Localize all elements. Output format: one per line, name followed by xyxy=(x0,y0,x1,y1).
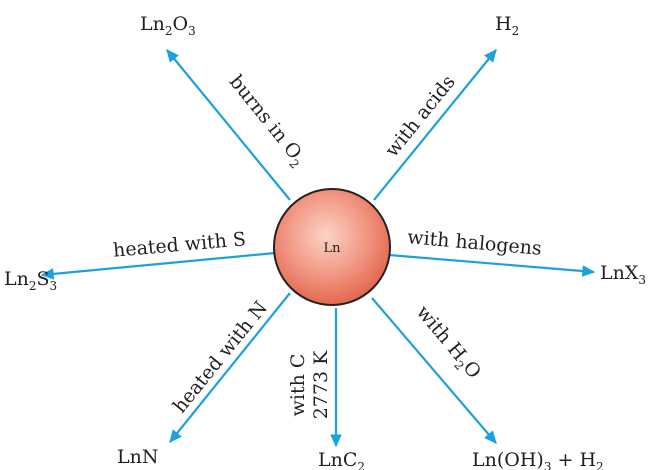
svg-text:with H2O: with H2O xyxy=(410,301,486,385)
product-ln2o3: Ln2O3 xyxy=(140,13,196,38)
arrow-acids xyxy=(373,49,497,201)
svg-text:with C: with C xyxy=(287,354,309,417)
condition-carbon: with C xyxy=(287,354,309,417)
condition-water: with H2O xyxy=(410,301,486,385)
arrow-nitrogen xyxy=(169,292,291,443)
svg-text:heated with N: heated with N xyxy=(169,297,272,417)
product-ln2s3: Ln2S3 xyxy=(4,268,57,293)
condition-acids: with acids xyxy=(381,71,460,161)
svg-text:burns in O2: burns in O2 xyxy=(222,71,310,172)
arrow-halogens xyxy=(388,253,596,277)
product-lnc2: LnC2 xyxy=(318,449,365,470)
ln-sphere xyxy=(273,188,391,306)
condition-halogens: with halogens xyxy=(406,226,542,260)
arrow-o2 xyxy=(166,49,291,201)
svg-text:with acids: with acids xyxy=(381,71,460,161)
condition-o2: burns in O2 xyxy=(222,71,310,172)
product-h2: H2 xyxy=(495,13,519,38)
condition-nitrogen: heated with N xyxy=(169,297,272,417)
arrow-water xyxy=(371,297,497,444)
product-ln-oh3-h2: Ln(OH)3 + H2 xyxy=(472,449,604,470)
condition-carbon-temp: 2773 K xyxy=(310,350,332,419)
product-lnn: LnN xyxy=(117,446,158,468)
center-label: Ln xyxy=(323,241,341,256)
arrow-sulfur xyxy=(40,251,276,280)
product-lnx3: LnX3 xyxy=(600,262,646,287)
svg-text:2773 K: 2773 K xyxy=(310,350,332,419)
svg-text:with halogens: with halogens xyxy=(406,226,542,260)
